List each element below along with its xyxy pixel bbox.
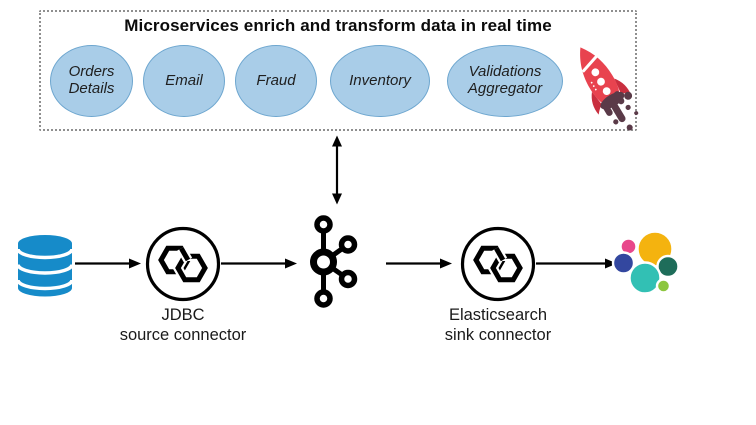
arrow-kafka-to-sink-connector: [386, 258, 452, 269]
microservice-ellipse-fraud: Fraud: [235, 45, 317, 117]
arrow-db-to-source-connector: [75, 258, 141, 269]
jdbc-source-connector-label: JDBC source connector: [119, 306, 247, 344]
microservices-box: [39, 10, 637, 131]
rocket-flame: [600, 91, 639, 131]
microservice-ellipse-orders-details: Orders Details: [50, 45, 133, 117]
elasticsearch-sink-connector-icon: [460, 226, 536, 302]
microservice-ellipse-email: Email: [143, 45, 225, 117]
jdbc-source-connector-icon: [145, 226, 221, 302]
double-headed-arrow: [332, 135, 342, 205]
arrow-source-connector-to-kafka: [221, 258, 297, 269]
microservices-box-title: Microservices enrich and transform data …: [124, 16, 552, 35]
arrow-sink-connector-to-elasticsearch: [536, 258, 617, 269]
elasticsearch-sink-connector-label: Elasticsearch sink connector: [444, 306, 552, 344]
microservice-ellipse-validations-aggregator: Validations Aggregator: [447, 45, 563, 117]
elasticsearch-logo: [611, 230, 680, 295]
microservice-ellipse-inventory: Inventory: [330, 45, 430, 117]
kafka-icon: [310, 215, 358, 308]
database-icon: [16, 235, 74, 297]
rocket-icon: [580, 47, 639, 131]
